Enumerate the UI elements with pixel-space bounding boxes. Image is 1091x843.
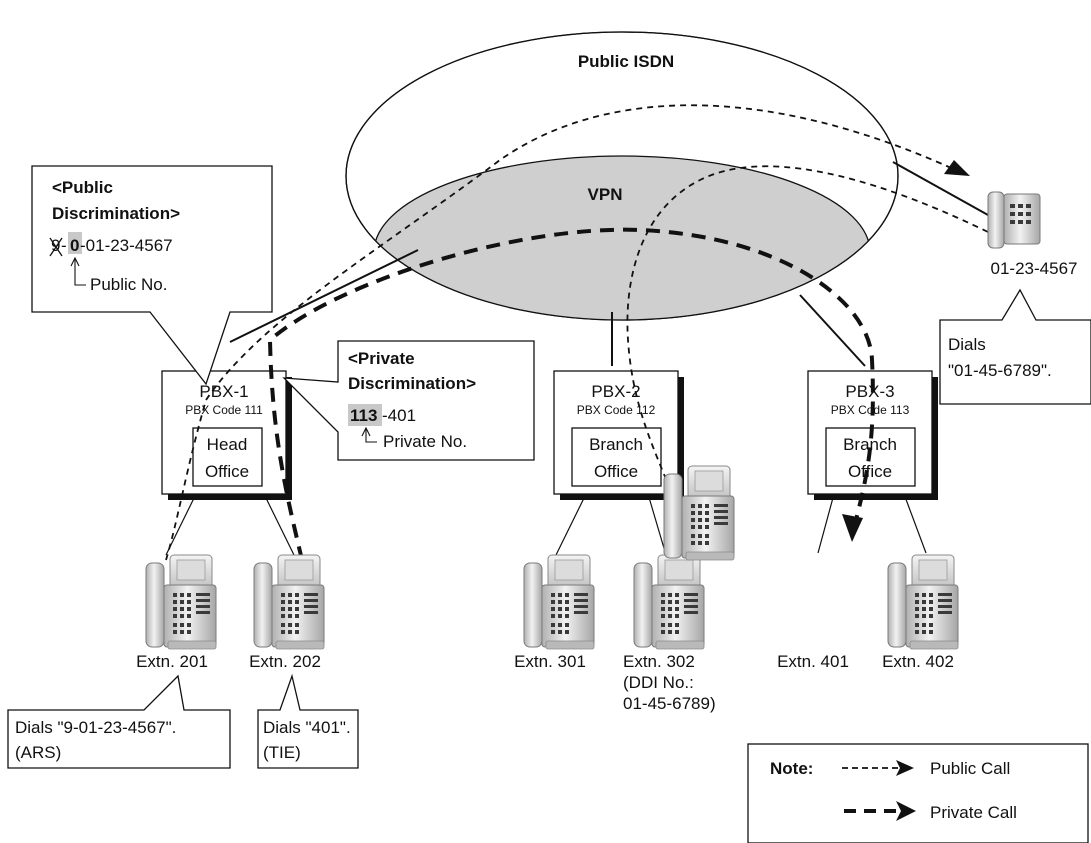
pbx-2-office-line2: Office bbox=[594, 462, 638, 481]
extn-202-callout-line2: (TIE) bbox=[263, 743, 301, 762]
private-no-label: Private No. bbox=[383, 432, 467, 451]
extn-302-ddi-line1: (DDI No.: bbox=[623, 673, 694, 692]
public-discrimination-callout: <Public Discrimination> 9 - 0 -01-23-456… bbox=[31, 165, 273, 386]
public-digit-highlight bbox=[68, 232, 82, 254]
public-kept-digit: 0 bbox=[70, 236, 79, 255]
extn-202-phone-icon bbox=[253, 554, 325, 650]
legend-public-call: Public Call bbox=[930, 759, 1010, 778]
extn-202-callout: Dials "401". (TIE) bbox=[257, 673, 359, 769]
branch-office-phone-icon bbox=[663, 465, 735, 561]
extn-201-callout-line1: Dials "9-01-23-4567". bbox=[15, 718, 176, 737]
external-phone-number: 01-23-4567 bbox=[991, 259, 1078, 278]
private-no-pointer bbox=[365, 428, 377, 443]
legend: Note: Public Call Private Call bbox=[747, 743, 1089, 843]
pbx-3-office-line1: Branch bbox=[843, 435, 897, 454]
external-callout-line1: Dials bbox=[948, 335, 986, 354]
public-call-path-ddi bbox=[626, 165, 989, 485]
private-code-highlight bbox=[348, 404, 382, 426]
external-callout-line2: "01-45-6789". bbox=[948, 361, 1052, 380]
extn-201-label: Extn. 201 bbox=[136, 652, 208, 671]
pbx-3-name: PBX-3 bbox=[845, 382, 894, 401]
legend-public-arrowhead bbox=[896, 760, 914, 776]
svg-text:-: - bbox=[61, 236, 67, 255]
private-call-path bbox=[267, 227, 875, 561]
pbx-1-code: PBX Code 111 bbox=[185, 403, 263, 417]
external-phone-icon bbox=[987, 191, 1041, 249]
public-discrimination-title-line1: <Public bbox=[52, 178, 113, 197]
extn-202-label: Extn. 202 bbox=[249, 652, 321, 671]
pbx-1: PBX-1 PBX Code 111 Head Office bbox=[161, 370, 292, 500]
public-no-pointer bbox=[74, 258, 86, 286]
private-discrimination-callout: <Private Discrimination> 113 -401 Privat… bbox=[282, 340, 535, 461]
trunk-lines bbox=[229, 161, 989, 367]
legend-private-arrowhead bbox=[896, 801, 916, 821]
public-isdn-label: Public ISDN bbox=[578, 52, 674, 71]
extn-402-label: Extn. 402 bbox=[882, 652, 954, 671]
public-call-arrowhead bbox=[944, 160, 970, 176]
vpn-label: VPN bbox=[588, 185, 623, 204]
public-number-rest: -01-23-4567 bbox=[80, 236, 173, 255]
pbx-2-code: PBX Code 112 bbox=[577, 403, 656, 417]
pbx-1-office-line1: Head bbox=[207, 435, 248, 454]
extn-401-label: Extn. 401 bbox=[777, 652, 849, 671]
external-caller-callout: Dials "01-45-6789". bbox=[939, 288, 1091, 405]
extn-302-label: Extn. 302 bbox=[623, 652, 695, 671]
strike-mark bbox=[49, 237, 63, 257]
legend-private-call: Private Call bbox=[930, 803, 1017, 822]
public-discrimination-title-line2: Discrimination> bbox=[52, 204, 180, 223]
extn-202-callout-line1: Dials "401". bbox=[263, 718, 351, 737]
extn-201-callout-line2: (ARS) bbox=[15, 743, 61, 762]
pbx-2-office-line1: Branch bbox=[589, 435, 643, 454]
extension-lines bbox=[165, 493, 927, 556]
extn-302-ddi-line2: 01-45-6789) bbox=[623, 694, 716, 713]
extn-201-callout: Dials "9-01-23-4567". (ARS) bbox=[7, 674, 231, 769]
private-code: 113 bbox=[350, 406, 377, 425]
pbx-2: PBX-2 PBX Code 112 Branch Office bbox=[553, 370, 684, 500]
pbx-1-name: PBX-1 bbox=[199, 382, 248, 401]
public-call-path-extn201 bbox=[165, 104, 961, 561]
extn-302-phone-icon bbox=[633, 554, 705, 650]
public-no-label: Public No. bbox=[90, 275, 167, 294]
extn-301-label: Extn. 301 bbox=[514, 652, 586, 671]
private-discrimination-title-line2: Discrimination> bbox=[348, 374, 476, 393]
extn-201-phone-icon bbox=[145, 554, 217, 650]
extn-402-phone-icon bbox=[887, 554, 959, 650]
private-call-arrowhead bbox=[842, 514, 863, 542]
pbx-2-name: PBX-2 bbox=[591, 382, 640, 401]
private-discrimination-title-line1: <Private bbox=[348, 349, 415, 368]
extn-301-phone-icon bbox=[523, 554, 595, 650]
legend-title: Note: bbox=[770, 759, 813, 778]
pbx-3-code: PBX Code 113 bbox=[831, 403, 910, 417]
pbx-3-office-line2: Office bbox=[848, 462, 892, 481]
pbx-1-office-line2: Office bbox=[205, 462, 249, 481]
private-number-rest: -401 bbox=[382, 406, 416, 425]
